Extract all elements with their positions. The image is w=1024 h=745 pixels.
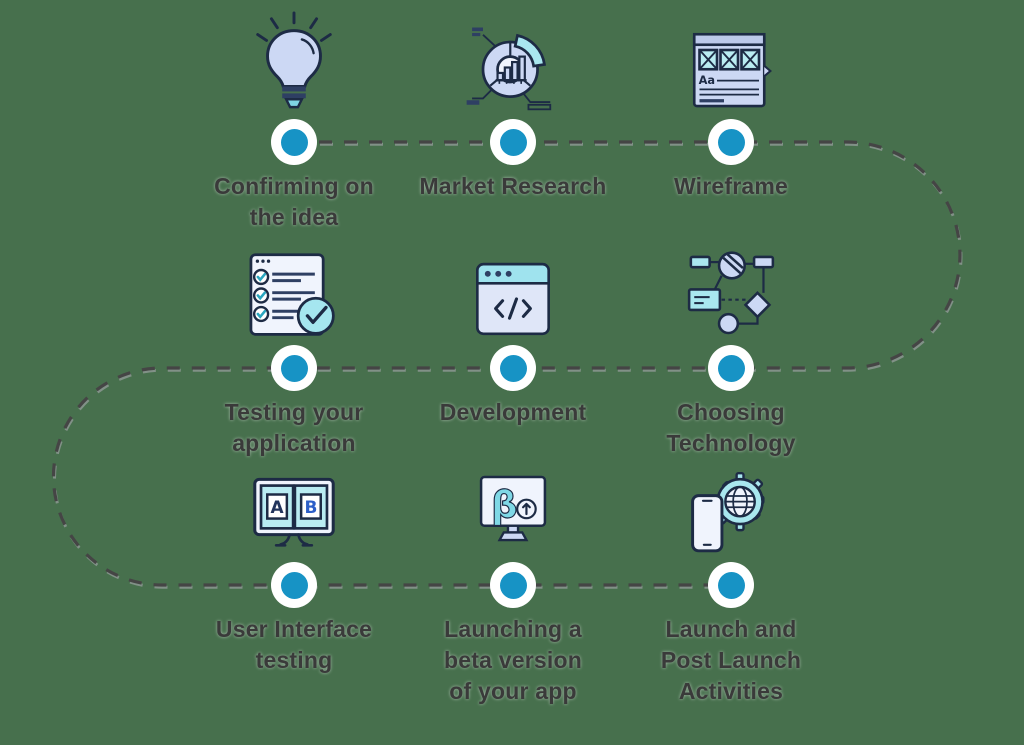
step-label: Confirming on the idea (214, 173, 374, 230)
svg-text:β: β (491, 483, 517, 526)
step-dot (271, 119, 317, 165)
step-dot (708, 119, 754, 165)
step-label: Development (439, 399, 587, 425)
step-dot (708, 562, 754, 608)
step-label: Testing your application (224, 399, 364, 456)
step-label: User Interface testing (215, 616, 373, 673)
step-dot (490, 345, 536, 391)
code-window-icon (476, 262, 550, 336)
step-dot (271, 562, 317, 608)
step-dot (490, 562, 536, 608)
svg-text:B: B (304, 497, 317, 517)
step-label: Wireframe (673, 173, 789, 199)
pie-chart-icon (466, 27, 552, 111)
step-label: Launch and Post Launch Activities (660, 616, 802, 704)
wireframe-icon: Aa (692, 32, 772, 108)
step-confirming-idea: Confirming on the idea (184, 11, 404, 233)
step-ui-testing: A B User Interface testing (184, 460, 404, 676)
step-wireframe: Aa Wireframe (621, 17, 841, 202)
ab-test-monitor-icon: A B (253, 477, 335, 547)
step-label: Market Research (419, 173, 607, 199)
step-beta-launch: β Launching a beta version of your app (403, 460, 623, 707)
step-testing-application: Testing your application (184, 243, 404, 459)
step-development: Development (403, 243, 623, 428)
beta-monitor-icon: β (479, 475, 547, 542)
step-label: Launching a beta version of your app (444, 616, 582, 704)
step-choosing-technology: Choosing Technology (621, 243, 841, 459)
checklist-icon (249, 253, 335, 336)
step-dot (271, 345, 317, 391)
svg-text:Aa: Aa (699, 73, 715, 87)
timeline-path (51, 140, 962, 587)
phone-globe-gear-icon (691, 471, 765, 553)
step-launch-activities: Launch and Post Launch Activities (621, 460, 841, 707)
svg-text:A: A (271, 497, 285, 517)
lightbulb-icon (256, 11, 332, 109)
step-label: Choosing Technology (666, 399, 796, 456)
step-dot (708, 345, 754, 391)
step-dot (490, 119, 536, 165)
step-market-research: Market Research (403, 17, 623, 202)
flowchart-icon (687, 251, 775, 335)
